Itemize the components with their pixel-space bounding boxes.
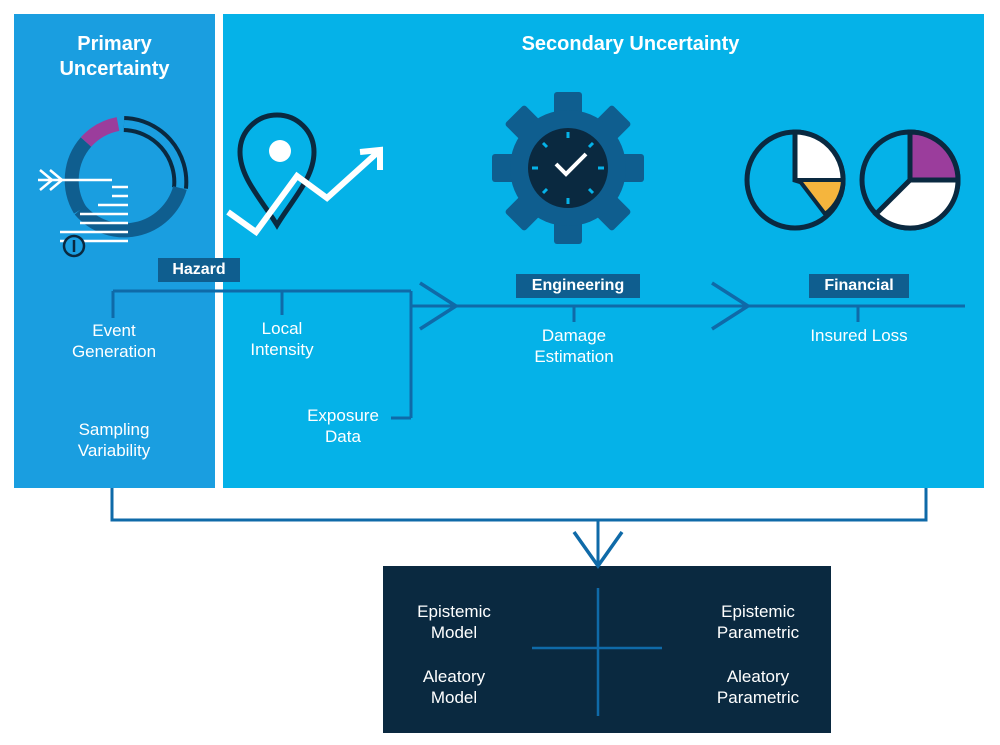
trend-arrow-icon xyxy=(226,149,381,237)
flow-arrow-1 xyxy=(419,281,460,331)
pie-chart-icon-2 xyxy=(859,129,961,231)
exposure-data-label: Exposure Data xyxy=(307,406,379,447)
pie-chart-icon-1 xyxy=(744,129,846,231)
flow-connector-lines xyxy=(110,289,965,566)
secondary-uncertainty-title: Secondary Uncertainty xyxy=(521,33,740,55)
flow-arrow-2 xyxy=(711,281,752,331)
engineering-tag: Engineering xyxy=(516,274,640,298)
sampling-variability-label: Sampling Variability xyxy=(77,420,151,461)
primary-uncertainty-title: Primary Uncertainty xyxy=(59,33,170,80)
damage-estimation-label: Damage Estimation xyxy=(534,326,614,367)
matrix-cross xyxy=(532,588,662,716)
aleatory-model-label: Aleatory Model xyxy=(422,667,486,708)
location-pin-icon xyxy=(237,112,317,230)
sampling-target-icon xyxy=(38,116,189,258)
secondary-uncertainty-panel xyxy=(223,14,984,488)
uncertainty-matrix-box xyxy=(383,566,831,733)
local-intensity-label: Local Intensity xyxy=(250,319,314,360)
primary-uncertainty-panel xyxy=(14,14,215,488)
aleatory-parametric-label: Aleatory Parametric xyxy=(716,667,800,708)
down-arrow xyxy=(572,530,624,570)
gear-clock-icon xyxy=(492,92,644,244)
hazard-tag: Hazard xyxy=(158,258,240,282)
financial-tag: Financial xyxy=(809,274,909,298)
insured-loss-label: Insured Loss xyxy=(810,326,908,345)
event-generation-label: Event Generation xyxy=(71,321,157,362)
epistemic-parametric-label: Epistemic Parametric xyxy=(716,602,800,643)
epistemic-model-label: Epistemic Model xyxy=(417,602,491,643)
